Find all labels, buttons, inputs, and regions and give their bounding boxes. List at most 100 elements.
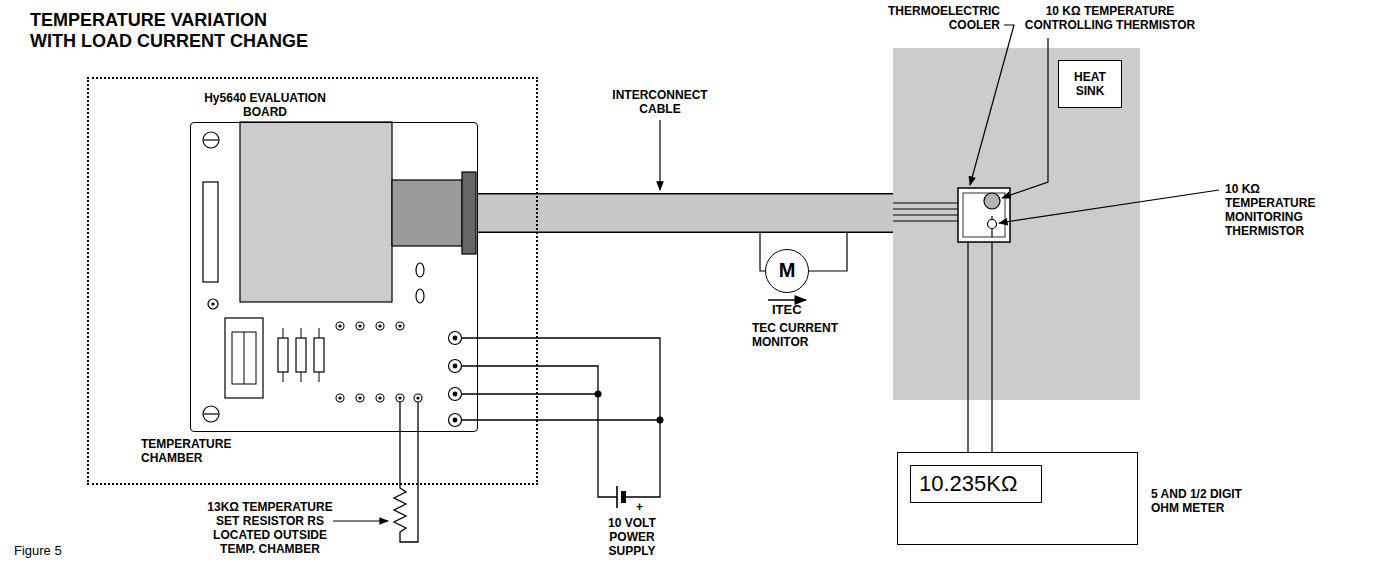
mounting-screw (203, 406, 219, 422)
resistor-symbol (394, 402, 418, 542)
temperature-chamber: TEMPERATURE CHAMBER Hy5640 EVALUATION BOA… (87, 77, 538, 485)
test-point-dot (211, 302, 214, 305)
resistor-symbol (278, 338, 288, 372)
ohm-reading: 10.235KΩ (910, 465, 1042, 503)
cooler-plate (963, 193, 1005, 237)
slot-hole (416, 289, 424, 303)
pad-dot (338, 324, 341, 327)
leader-line (970, 25, 1014, 185)
terminals (449, 332, 462, 427)
pad (414, 394, 422, 402)
slot-hole (416, 263, 424, 277)
pad (336, 322, 344, 330)
terminal-centres (453, 336, 664, 424)
meter-wire (760, 232, 765, 271)
wire (462, 338, 661, 497)
wire (893, 215, 958, 216)
cable-wires (893, 203, 958, 221)
header-strip (203, 182, 218, 282)
screw-slot (204, 139, 218, 140)
resistor-label: 13KΩ TEMPERATURE SET RESISTOR RS LOCATED… (197, 500, 343, 556)
battery-plate (621, 491, 626, 503)
module-block (240, 122, 392, 302)
pad-dot (416, 396, 419, 399)
pad (336, 394, 344, 402)
thermistor-label: 10 KΩ TEMPERATURE CONTROLLING THERMISTOR (1010, 4, 1210, 32)
relay-symbol (225, 318, 263, 398)
battery-plate (616, 486, 618, 508)
cable-connector (392, 180, 462, 246)
test-point (208, 299, 218, 309)
thermistor-wire (967, 242, 968, 400)
wire (462, 366, 618, 497)
pad-dot (358, 396, 361, 399)
terminal (449, 332, 462, 345)
wire (462, 419, 661, 420)
resistor-symbol (314, 338, 324, 372)
power-supply-label: 10 VOLT POWER SUPPLY (597, 516, 667, 558)
relay-divider (244, 332, 245, 384)
resistor-symbol (296, 338, 306, 372)
terminal-dot (453, 364, 458, 369)
monitor-label: TEC CURRENT MONITOR (752, 321, 852, 349)
pad-dots (338, 324, 419, 399)
wire (893, 221, 958, 222)
pad (356, 322, 364, 330)
board-heading: Hy5640 EVALUATION BOARD (195, 91, 335, 119)
heat-sink: HEAT SINK (893, 48, 1140, 400)
leader-arrow (659, 120, 660, 190)
current-arrow (768, 299, 806, 301)
current-meter: M (765, 249, 809, 293)
pad-dot (378, 324, 381, 327)
junction-dot (595, 391, 602, 398)
cable-label: INTERCONNECT CABLE (605, 88, 715, 116)
controlling-thermistor (984, 193, 1000, 209)
terminal-dot (453, 392, 458, 397)
thermistor-wire (991, 242, 992, 452)
pad (376, 322, 384, 330)
monitoring-thermistor (988, 220, 997, 229)
connector-cap (462, 172, 476, 254)
wire (893, 203, 958, 204)
thermistor-lead (967, 400, 968, 452)
wire (462, 393, 599, 394)
cable-outline (478, 193, 893, 233)
diagram-title: TEMPERATURE VARIATION WITH LOAD CURRENT … (30, 10, 316, 52)
pad-dot (378, 396, 381, 399)
terminal-dot (453, 418, 458, 423)
interconnect-cable (478, 195, 893, 232)
pad-dot (398, 324, 401, 327)
relay-inner (232, 332, 256, 384)
meter-wire (809, 232, 847, 271)
terminal (449, 414, 462, 427)
pad-row (336, 322, 422, 402)
power-wires (462, 338, 661, 497)
pad (396, 322, 404, 330)
junction-dot (657, 417, 664, 424)
pad-dot (358, 324, 361, 327)
wire (893, 209, 958, 210)
terminal (449, 388, 462, 401)
leader-line (999, 190, 1219, 223)
pad (376, 394, 384, 402)
heat-sink-plate (893, 48, 1140, 400)
current-symbol: ITEC (772, 303, 802, 317)
ohm-meter-label: 5 AND 1/2 DIGIT OHM METER (1151, 487, 1266, 515)
cooler-label: THERMOELECTRIC COOLER (875, 4, 1000, 32)
pad (356, 394, 364, 402)
pad-dot (338, 396, 341, 399)
terminal-dot (453, 336, 458, 341)
meter-symbol: M (766, 250, 808, 291)
pad (396, 394, 404, 402)
ohm-meter: 10.235KΩ5 AND 1/2 DIGIT OHM METER (897, 452, 1138, 545)
leader-arrow (333, 520, 388, 521)
heat-sink-label: HEAT SINK (1058, 60, 1122, 108)
leader-line (1002, 38, 1048, 198)
polarity-mark: + (636, 500, 643, 514)
terminal (449, 360, 462, 373)
screw-slot (204, 413, 218, 414)
thermoelectric-cooler (958, 188, 1010, 242)
evaluation-board: Hy5640 EVALUATION BOARD (190, 122, 478, 432)
figure-caption: Figure 5 (14, 544, 62, 558)
chamber-label: TEMPERATURE CHAMBER (141, 437, 241, 465)
